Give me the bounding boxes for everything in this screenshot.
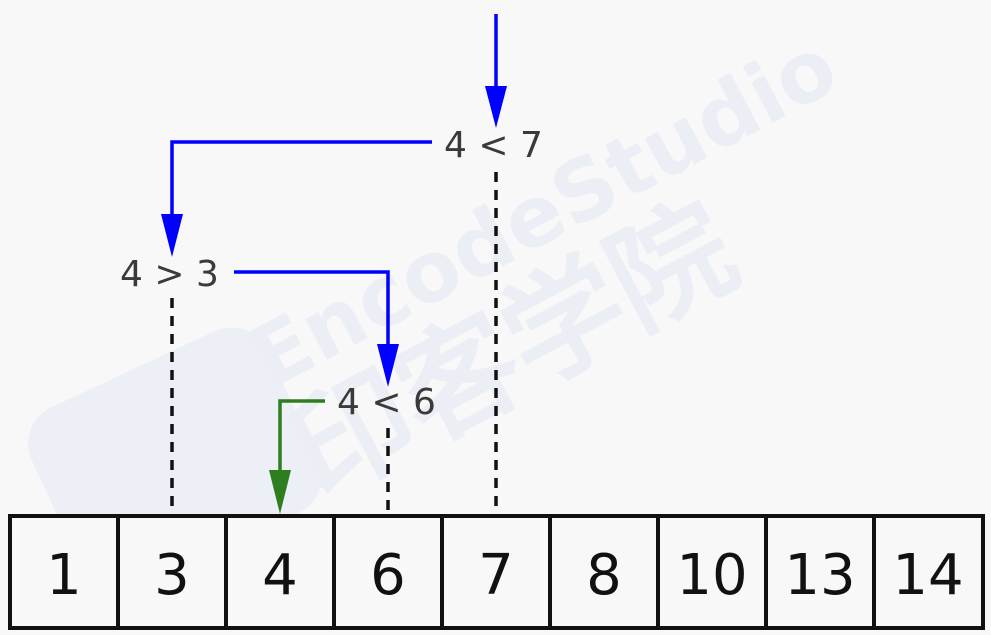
array-cell-value: 13 — [784, 543, 855, 608]
search-path — [170, 14, 498, 352]
arrow-down-icon — [485, 86, 507, 128]
arrow-down-icon — [377, 344, 399, 387]
array-cell-value: 3 — [154, 543, 190, 608]
final-step-path — [269, 399, 325, 514]
path-3-to-6 — [234, 270, 390, 352]
path-7-to-3 — [170, 140, 432, 222]
array-cell-value: 10 — [676, 543, 747, 608]
arrow-down-icon — [161, 214, 183, 257]
array-cell-value: 6 — [370, 543, 406, 608]
array-cell-value: 14 — [892, 543, 963, 608]
comparison-label: 4 < 7 — [444, 125, 543, 166]
search-arrowheads — [161, 86, 507, 387]
array-cell-value: 8 — [586, 543, 622, 608]
guide-lines — [170, 172, 498, 514]
array-cell-value: 4 — [262, 543, 298, 608]
array-cell-value: 7 — [478, 543, 514, 608]
sorted-array: 1 3 4 6 7 8 10 13 14 — [8, 514, 985, 630]
array-frame — [8, 514, 985, 630]
array-dividers — [116, 516, 876, 628]
comparison-label: 4 > 3 — [120, 254, 219, 295]
path-6-to-4 — [278, 399, 325, 478]
array-values: 1 3 4 6 7 8 10 13 14 — [46, 543, 963, 608]
arrow-down-icon — [269, 470, 291, 514]
comparison-label: 4 < 6 — [337, 382, 436, 423]
array-cell-value: 1 — [46, 543, 82, 608]
